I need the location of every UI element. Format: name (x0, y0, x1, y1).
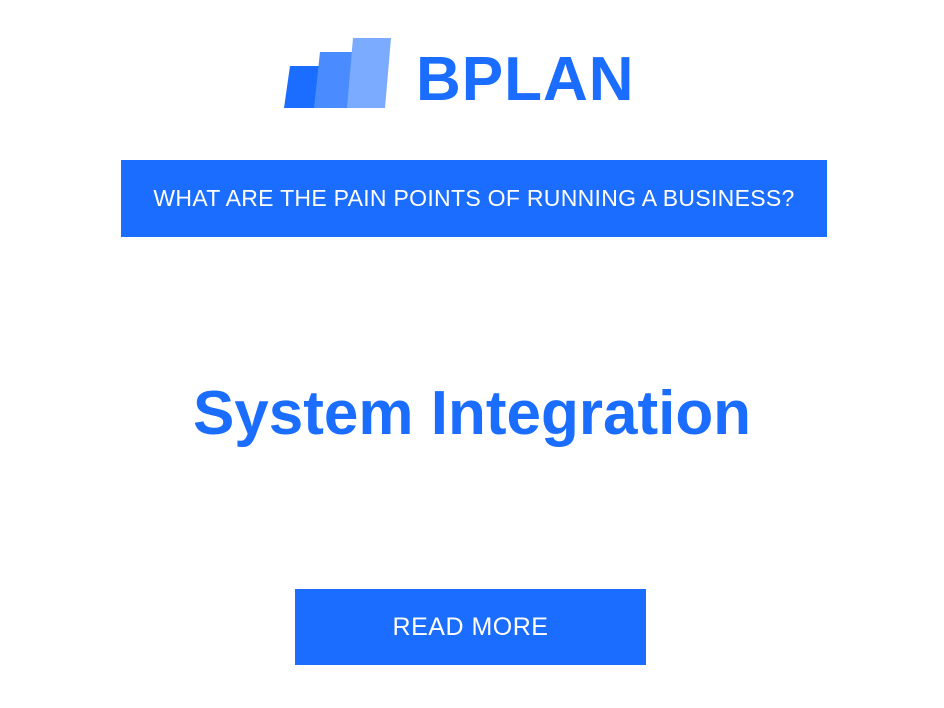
logo-bar-medium (314, 52, 356, 108)
question-banner: WHAT ARE THE PAIN POINTS OF RUNNING A BU… (121, 160, 827, 237)
read-more-label: READ MORE (392, 612, 549, 641)
read-more-button[interactable]: READ MORE (295, 589, 646, 665)
brand-name: BPLAN (416, 45, 635, 114)
brand-logo[interactable]: BPLAN (282, 36, 642, 112)
page-title: System Integration (192, 379, 752, 448)
ascending-bars-icon (284, 38, 391, 108)
logo-bar-tall (347, 38, 391, 108)
banner-text: WHAT ARE THE PAIN POINTS OF RUNNING A BU… (153, 185, 795, 211)
